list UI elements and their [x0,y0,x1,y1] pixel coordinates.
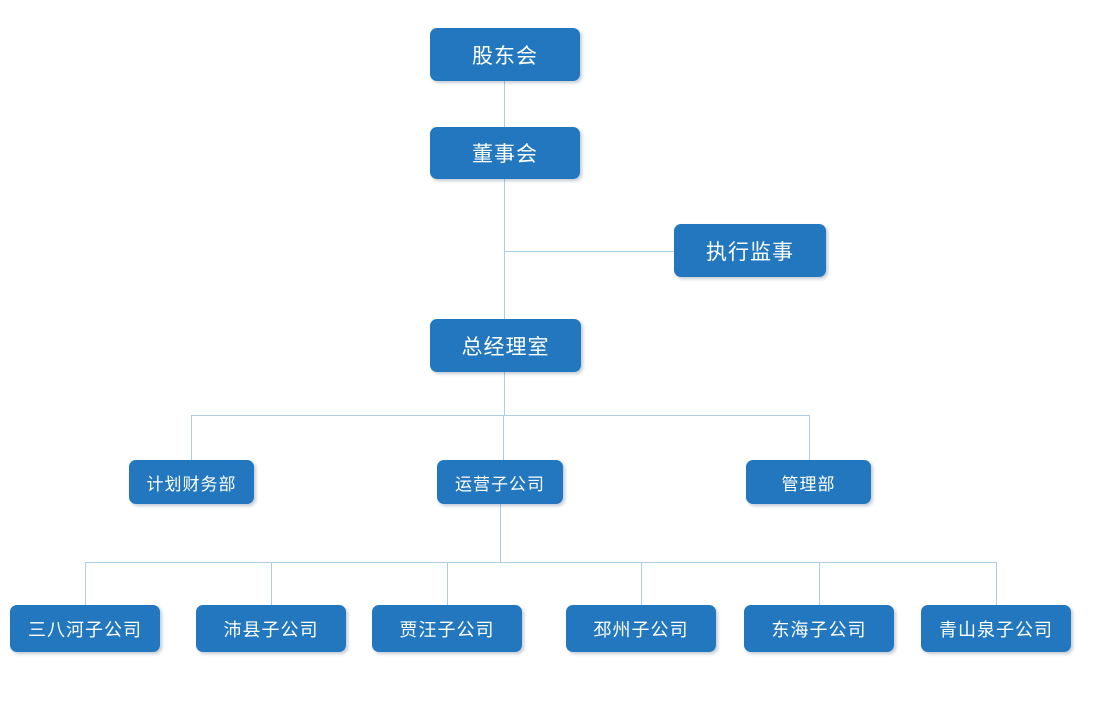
node-general-manager-office: 总经理室 [430,319,581,372]
connector-gm-office-branch [504,372,505,415]
node-jiawang-subsidiary-label: 贾汪子公司 [399,619,495,640]
connector-shareholders-board [504,81,505,127]
connector-drop-pizhou [641,562,642,605]
node-pizhou-subsidiary-label: 邳州子公司 [593,619,689,640]
node-board-label: 董事会 [472,143,538,166]
node-shareholders: 股东会 [430,28,580,81]
node-donghai-subsidiary: 东海子公司 [744,605,894,652]
connector-subsidiaries-rail [85,562,996,563]
connector-departments-rail [191,415,809,416]
connector-drop-qingshanquan [996,562,997,605]
node-board-of-directors: 董事会 [430,127,580,179]
node-executive-supervisor: 执行监事 [674,224,826,277]
connector-board-gm-office [504,179,505,319]
node-planning-finance-dept: 计划财务部 [129,460,254,504]
node-operating-subsidiaries-label: 运营子公司 [455,474,545,494]
connector-drop-donghai [819,562,820,605]
connector-drop-planning-finance [191,415,192,460]
node-jiawang-subsidiary: 贾汪子公司 [372,605,522,652]
node-donghai-subsidiary-label: 东海子公司 [771,619,867,640]
node-sanbahe-subsidiary-label: 三八河子公司 [28,619,142,640]
node-management-dept-label: 管理部 [781,474,836,494]
node-operating-subsidiaries: 运营子公司 [437,460,563,504]
connector-drop-jiawang [447,562,448,605]
node-management-dept: 管理部 [746,460,871,504]
node-executive-supervisor-label: 执行监事 [706,240,794,264]
node-peixian-subsidiary-label: 沛县子公司 [223,619,319,640]
node-general-manager-office-label: 总经理室 [461,335,550,359]
node-planning-finance-dept-label: 计划财务部 [146,474,237,494]
node-sanbahe-subsidiary: 三八河子公司 [10,605,160,652]
connector-drop-peixian [271,562,272,605]
connector-operating-branch [500,504,501,562]
connector-drop-operating [503,415,504,460]
node-peixian-subsidiary: 沛县子公司 [196,605,346,652]
connector-drop-management [809,415,810,460]
connector-board-supervisor [504,251,674,252]
node-qingshanquan-subsidiary: 青山泉子公司 [921,605,1071,652]
node-shareholders-label: 股东会 [472,44,538,68]
node-qingshanquan-subsidiary-label: 青山泉子公司 [939,619,1053,640]
connector-drop-sanbahe [85,562,86,605]
node-pizhou-subsidiary: 邳州子公司 [566,605,716,652]
